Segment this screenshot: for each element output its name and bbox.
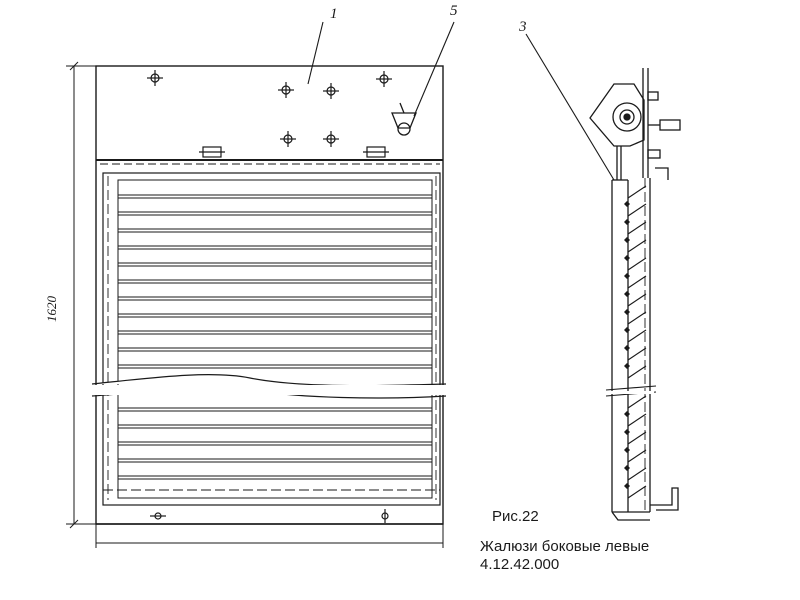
callout-3: 3 <box>519 19 527 35</box>
front-view <box>66 21 455 548</box>
side-blades <box>627 185 647 499</box>
louver-frame <box>95 65 444 525</box>
figure-code: 4.12.42.000 <box>480 556 560 573</box>
callout-1: 1 <box>330 6 338 22</box>
louver-blades-upper <box>118 194 432 369</box>
leader-line-3 <box>525 33 615 181</box>
leader-line-1 <box>307 21 324 85</box>
leader-line-5 <box>413 21 455 117</box>
figure-title: Жалюзи боковые левые <box>480 538 650 555</box>
dimension-width <box>95 524 444 548</box>
louver-blades-lower <box>118 407 432 480</box>
dimension-height <box>66 61 96 529</box>
side-view <box>525 33 681 521</box>
dimension-height-label: 1620 <box>44 296 59 322</box>
blade-pivots <box>624 201 630 489</box>
figure-number: Рис.22 <box>492 508 539 525</box>
callout-5: 5 <box>450 3 458 19</box>
hinges <box>199 146 389 158</box>
mounting-bolts <box>147 70 392 523</box>
actuator-lever <box>391 102 417 136</box>
cam-housing <box>589 83 645 147</box>
